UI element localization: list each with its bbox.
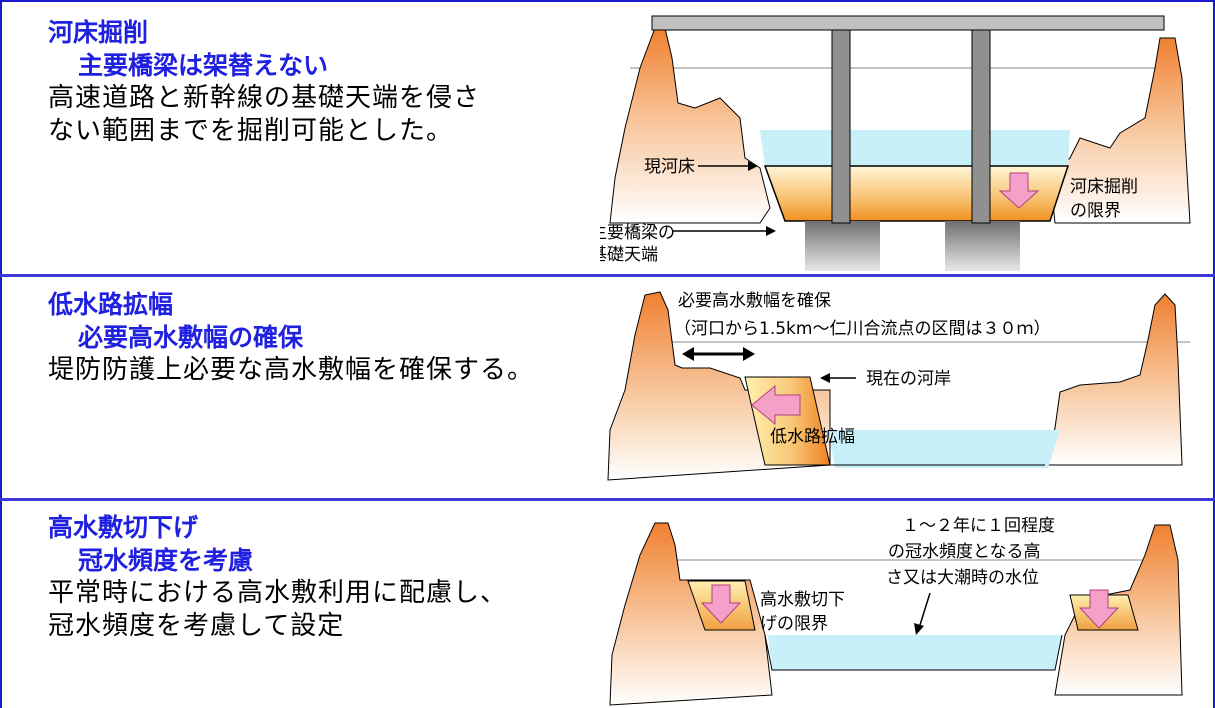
- panel-subtitle: 必要高水敷幅の確保: [78, 323, 304, 352]
- label-excavation-limit: 河床掘削: [1070, 177, 1138, 197]
- foundation-left: [805, 221, 880, 271]
- pier-right: [971, 29, 991, 224]
- pointer-arrowhead: [820, 373, 830, 383]
- label-foundation-top: 基礎天端: [600, 245, 658, 265]
- lowering-arrow: [1078, 589, 1120, 629]
- pier-left: [831, 29, 851, 224]
- pointer-arrowhead: [766, 226, 776, 236]
- label-section-note: （河口から1.5km～仁川合流点の区間は３０ｍ）: [674, 319, 1050, 339]
- riverbed-excavation-diagram: 現河床 主要橋梁の 基礎天端 河床掘削 の限界: [600, 15, 1191, 271]
- panel-body-line: 堤防防護上必要な高水敷幅を確保する。: [48, 355, 535, 385]
- pointer-arrowhead: [914, 623, 924, 635]
- panel-title: 河床掘削: [48, 18, 149, 47]
- label-current-riverbed: 現河床: [644, 157, 695, 177]
- panel-floodplain-lowering: 高水敷切下げ 冠水頻度を考慮 平常時における高水敷利用に配慮し、 冠水頻度を考慮…: [48, 511, 507, 643]
- panel-title: 低水路拡幅: [48, 290, 174, 319]
- panel-divider: [0, 274, 1215, 277]
- water: [768, 635, 1062, 670]
- left-bank: [609, 27, 771, 224]
- panel-body-line: 冠水頻度を考慮して設定: [48, 611, 345, 641]
- excavation-arrow: [998, 172, 1040, 209]
- right-bank: [1049, 37, 1191, 224]
- label-cut-limit: げの限界: [760, 614, 828, 634]
- channel-widening-diagram: 必要高水敷幅を確保 （河口から1.5km～仁川合流点の区間は３０ｍ） 現在の河岸…: [607, 291, 1190, 481]
- pointer-arrowhead: [748, 161, 758, 171]
- panel-body-line: ない範囲までを掘削可能とした。: [48, 116, 454, 146]
- label-foundation-top: 主要橋梁の: [600, 223, 675, 243]
- label-flood-note: １～２年に１回程度: [902, 516, 1055, 536]
- foundation-right: [945, 221, 1020, 271]
- water: [828, 430, 1060, 468]
- label-required-width: 必要高水敷幅を確保: [678, 291, 831, 311]
- label-flood-note: の冠水頻度となる高: [888, 542, 1041, 562]
- label-cut-limit: 高水敷切下: [760, 590, 845, 610]
- panel-body-line: 平常時における高水敷利用に配慮し、: [48, 578, 508, 608]
- label-excavation-limit: の限界: [1070, 201, 1121, 221]
- pointer-line: [919, 592, 931, 626]
- panel-subtitle: 主要橋梁は架替えない: [78, 51, 329, 80]
- panel-divider: [0, 498, 1215, 501]
- label-current-bank: 現在の河岸: [866, 369, 951, 389]
- panel-subtitle: 冠水頻度を考慮: [78, 546, 254, 575]
- label-channel-widening: 低水路拡幅: [770, 427, 855, 447]
- lowering-arrow: [700, 584, 742, 624]
- water: [760, 130, 1070, 166]
- bridge-deck: [651, 15, 1165, 31]
- floodplain-lowering-diagram: 高水敷切下 げの限界 １～２年に１回程度 の冠水頻度となる高 さ又は大潮時の水位: [609, 516, 1183, 706]
- widening-arrow: [751, 384, 801, 426]
- label-flood-note: さ又は大潮時の水位: [886, 568, 1039, 588]
- panel-title: 高水敷切下げ: [48, 513, 199, 542]
- panel-channel-widening: 低水路拡幅 必要高水敷幅の確保 堤防防護上必要な高水敷幅を確保する。: [48, 288, 534, 387]
- right-bank: [1044, 293, 1183, 466]
- panel-riverbed-excavation: 河床掘削 主要橋梁は架替えない 高速道路と新幹線の基礎天端を侵さ ない範囲までを…: [48, 16, 480, 148]
- panel-body-line: 高速道路と新幹線の基礎天端を侵さ: [48, 83, 481, 113]
- left-bank: [609, 522, 773, 706]
